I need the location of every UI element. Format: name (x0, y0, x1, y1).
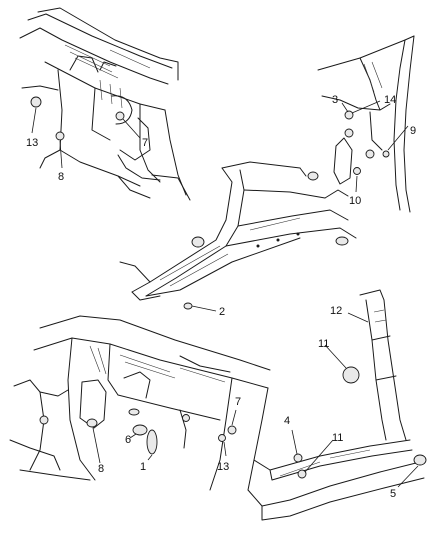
callout-3: 3 (332, 94, 338, 106)
callout-13-upper: 13 (26, 137, 38, 149)
callout-1: 1 (140, 461, 146, 473)
callout-8-lower: 8 (98, 463, 104, 475)
callout-13-lower: 13 (217, 461, 229, 473)
callout-10: 10 (349, 195, 361, 207)
leader-lines (31, 100, 419, 488)
callout-12: 12 (330, 305, 342, 317)
callout-14: 14 (384, 94, 396, 106)
callout-8-upper: 8 (58, 171, 64, 183)
callout-6: 6 (125, 434, 131, 446)
callout-11-inset: 11 (318, 338, 329, 350)
view-upper-left-cowl (19, 7, 191, 201)
view-lower-dash (9, 315, 427, 521)
callout-9: 9 (410, 125, 416, 137)
callout-2: 2 (219, 306, 225, 318)
callout-11-lower: 11 (332, 432, 343, 444)
callout-7-lower: 7 (235, 396, 241, 408)
view-middle-rocker (119, 161, 357, 310)
view-lower-right-pillar (342, 289, 407, 441)
callout-labels: 13 8 7 3 14 9 10 2 12 11 7 6 4 11 8 1 13… (26, 94, 416, 500)
callout-7-upper: 7 (142, 137, 148, 149)
callout-4: 4 (284, 415, 290, 427)
view-upper-right-pillar (317, 35, 415, 213)
callout-5: 5 (390, 488, 396, 500)
